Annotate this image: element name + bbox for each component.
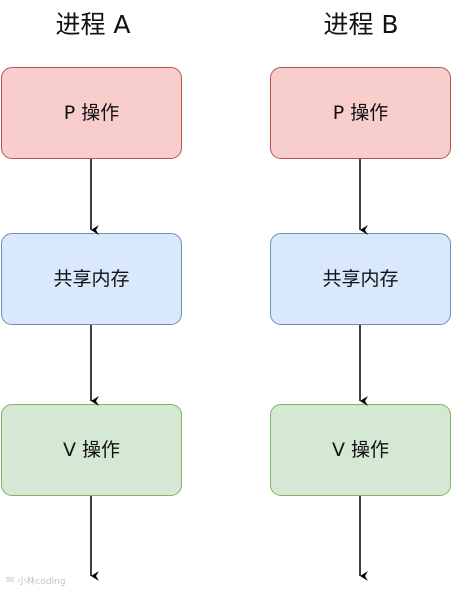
node-label: P 操作 xyxy=(63,101,120,124)
node-label: 共享内存 xyxy=(53,267,130,290)
node-label: V 操作 xyxy=(62,438,121,461)
watermark-text: 小林coding xyxy=(17,577,66,587)
node-label: V 操作 xyxy=(331,438,390,461)
process-b-p-operation: P 操作 xyxy=(270,67,451,159)
process-b-title: 进程 B xyxy=(323,10,399,39)
process-a-p-operation: P 操作 xyxy=(1,67,182,159)
node-label: P 操作 xyxy=(332,101,389,124)
node-label: 共享内存 xyxy=(322,267,399,290)
process-a-shared-memory: 共享内存 xyxy=(1,233,182,325)
watermark: ✉ 小林coding xyxy=(6,574,65,587)
process-a-title: 进程 A xyxy=(55,10,131,39)
process-b-v-operation: V 操作 xyxy=(270,404,451,496)
wechat-icon: ✉ xyxy=(6,575,15,586)
process-b-shared-memory: 共享内存 xyxy=(270,233,451,325)
process-a-v-operation: V 操作 xyxy=(1,404,182,496)
